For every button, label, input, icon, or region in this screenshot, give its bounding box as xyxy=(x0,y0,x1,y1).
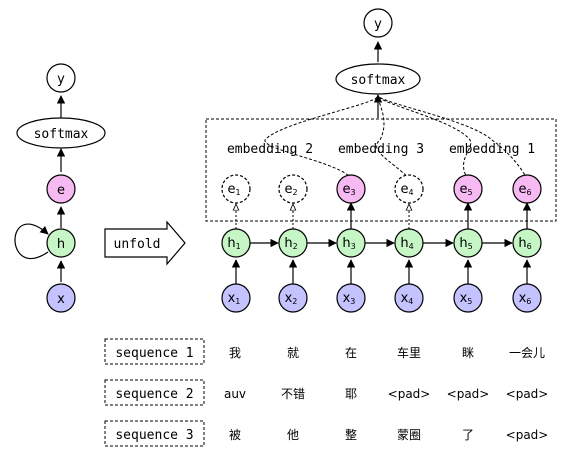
time-step-2: e2 h2 x2 xyxy=(278,174,337,313)
time-step-1: e1 h1 x1 xyxy=(221,174,279,313)
sequence-token: 不错 xyxy=(281,387,305,401)
sequence-token: auv xyxy=(224,387,246,401)
svg-text:h3: h3 xyxy=(342,236,355,251)
svg-text:e2: e2 xyxy=(284,182,297,197)
e-node-5: e5 xyxy=(453,174,483,204)
time-steps: e1 h1 x1 e2 h2 x2 e3 h3 x3 e4 h4 x4 e5 h5 x5 e6 h6 x6 xyxy=(221,174,542,313)
h-node-4: h4 xyxy=(394,228,424,258)
left-h-node: h xyxy=(46,228,76,258)
right-y-node: y xyxy=(363,8,393,38)
svg-text:e3: e3 xyxy=(342,182,355,197)
svg-text:x4: x4 xyxy=(401,291,414,306)
svg-text:h5: h5 xyxy=(459,236,472,251)
sequence-token: 在 xyxy=(345,346,357,360)
embedding-label-3: embedding 3 xyxy=(338,142,424,157)
right-softmax-node: softmax xyxy=(335,63,421,95)
svg-text:softmax: softmax xyxy=(351,73,406,88)
e-node-3: e3 xyxy=(336,174,366,204)
sequence-label-box xyxy=(104,379,205,406)
time-step-5: e5 h5 x5 xyxy=(453,174,513,313)
svg-text:h2: h2 xyxy=(284,236,297,251)
x-node-1: x1 xyxy=(221,283,251,313)
embedding-label-1: embedding 1 xyxy=(449,142,535,157)
svg-text:x3: x3 xyxy=(343,291,356,306)
h-node-1: h1 xyxy=(221,228,251,258)
embedding-label-2: embedding 2 xyxy=(227,142,313,157)
svg-text:x1: x1 xyxy=(228,291,241,306)
sequence-label-box xyxy=(104,338,205,365)
sequence-token: 就 xyxy=(287,346,299,360)
sequence-token: 一会儿 xyxy=(509,346,545,360)
time-step-3: e3 h3 x3 xyxy=(336,174,395,313)
svg-text:h6: h6 xyxy=(518,236,531,251)
svg-text:h4: h4 xyxy=(400,236,413,251)
svg-text:h1: h1 xyxy=(227,236,240,251)
left-e-node: e xyxy=(46,174,76,204)
time-step-4: e4 h4 x4 xyxy=(394,174,454,313)
h-node-6: h6 xyxy=(512,228,542,258)
svg-text:x6: x6 xyxy=(519,291,532,306)
x-node-6: x6 xyxy=(512,283,542,313)
time-step-6: e6 h6 x6 xyxy=(512,174,542,313)
e-node-1: e1 xyxy=(221,174,251,204)
recurrent-loop-arrow xyxy=(14,223,49,259)
sequence-token: 他 xyxy=(287,428,299,442)
svg-text:e: e xyxy=(57,183,65,198)
e-node-6: e6 xyxy=(512,174,542,204)
sequence-token: 耶 xyxy=(345,387,357,401)
sequence-token: 蒙圈 xyxy=(397,428,421,442)
sequence-label-box xyxy=(104,420,205,447)
sequence-token: <pad> xyxy=(447,387,490,401)
svg-text:softmax: softmax xyxy=(34,127,89,142)
left-x-node: x xyxy=(46,283,76,313)
x-node-2: x2 xyxy=(278,283,308,313)
sequence-token: 车里 xyxy=(397,345,421,360)
h-node-5: h5 xyxy=(453,228,483,258)
sequence-row-2: sequence 2 auv 不错 耶 <pad> <pad> <pad> xyxy=(104,379,549,406)
x-node-3: x3 xyxy=(336,283,366,313)
svg-text:unfold: unfold xyxy=(114,237,161,252)
left-y-node: y xyxy=(46,63,76,93)
sequence-label: sequence 2 xyxy=(115,387,193,402)
sequence-label: sequence 3 xyxy=(115,428,193,443)
x-node-5: x5 xyxy=(453,283,483,313)
x-node-4: x4 xyxy=(394,283,424,313)
e-node-4: e4 xyxy=(394,174,424,204)
h-node-2: h2 xyxy=(278,228,308,258)
embedding-box xyxy=(205,118,557,222)
svg-text:x5: x5 xyxy=(460,291,473,306)
sequence-token: 我 xyxy=(229,346,241,360)
svg-text:x2: x2 xyxy=(285,291,298,306)
svg-text:h: h xyxy=(57,237,65,252)
svg-text:y: y xyxy=(57,72,65,87)
folded-network: y softmax e h x xyxy=(14,63,106,313)
sequence-label: sequence 1 xyxy=(115,346,193,361)
sequence-row-1: sequence 1 我 就 在 车里 眯 一会儿 xyxy=(104,338,545,365)
sequence-row-3: sequence 3 被 他 整 蒙圈 了 <pad> xyxy=(104,420,549,447)
unfolded-network: y softmax embedding 2 embedding 3 embedd… xyxy=(205,8,557,313)
sequence-token: 了 xyxy=(462,428,474,442)
unfold-arrow: unfold xyxy=(104,220,186,266)
svg-text:e4: e4 xyxy=(400,182,413,197)
h-node-3: h3 xyxy=(336,228,366,258)
svg-text:e6: e6 xyxy=(518,182,531,197)
svg-text:x: x xyxy=(57,292,65,307)
e-node-2: e2 xyxy=(278,174,308,204)
svg-text:e5: e5 xyxy=(459,182,472,197)
svg-text:e1: e1 xyxy=(227,182,240,197)
sequence-token: <pad> xyxy=(506,428,549,442)
embedding-connections xyxy=(264,95,528,180)
left-softmax-node: softmax xyxy=(16,117,106,149)
sequence-token: 被 xyxy=(229,428,241,442)
sequence-token: 整 xyxy=(345,427,357,442)
sequence-table: sequence 1 我 就 在 车里 眯 一会儿 sequence 2 auv 不错 耶 <pad>… xyxy=(104,338,549,447)
sequence-token: <pad> xyxy=(388,387,431,401)
svg-text:y: y xyxy=(374,17,382,32)
sequence-token: 眯 xyxy=(462,346,474,360)
sequence-token: <pad> xyxy=(506,387,549,401)
